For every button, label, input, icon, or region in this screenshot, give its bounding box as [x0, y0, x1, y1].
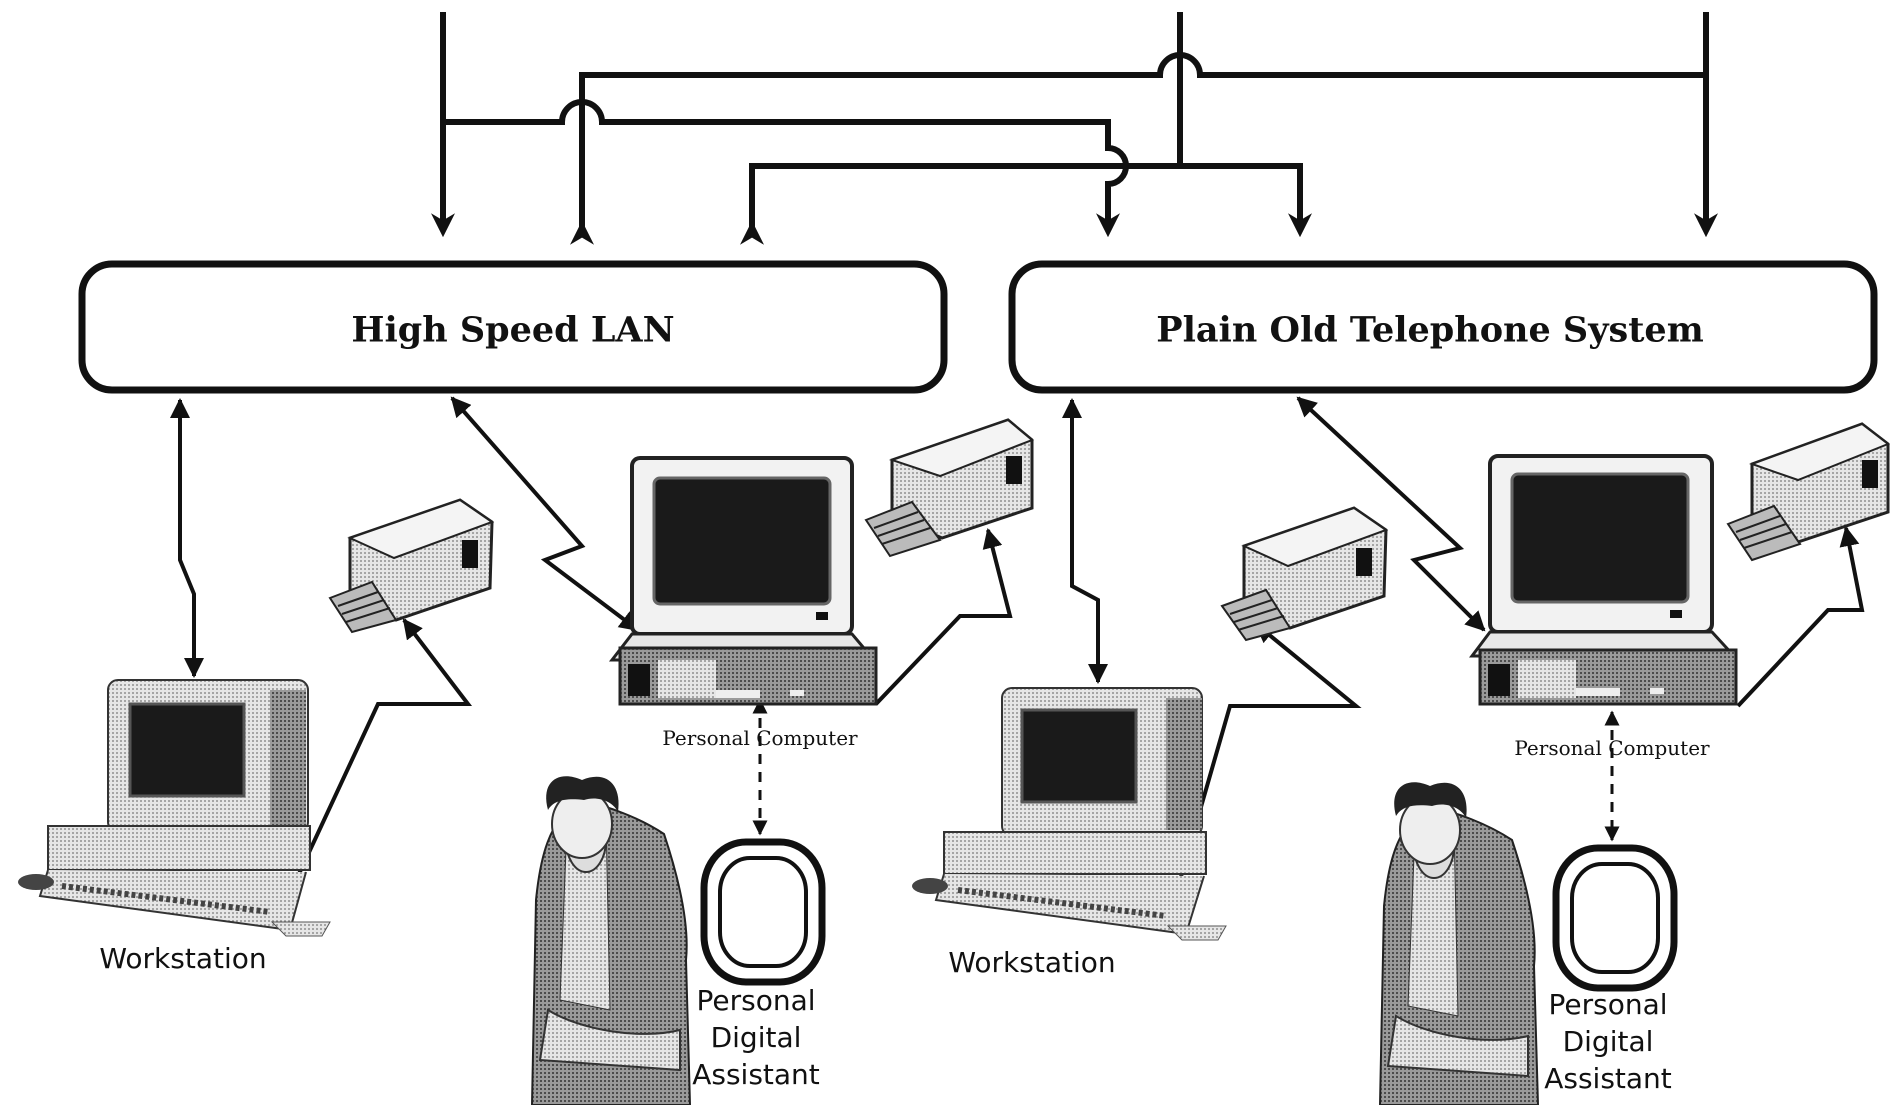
left-pda-label-line1: Personal: [696, 984, 815, 1017]
right-pc-printer: [1726, 422, 1890, 562]
lan-label: High Speed LAN: [351, 310, 674, 351]
left-pc-printer: [864, 418, 1034, 558]
right-personal-computer: [1469, 454, 1738, 706]
right-workstation-printer: [1220, 506, 1389, 642]
left-workstation: [18, 679, 331, 937]
left-pda-label-line2: Digital: [711, 1021, 802, 1054]
right-person-figure: [1378, 782, 1540, 1105]
left-pda-label-line3: Assistant: [692, 1058, 820, 1091]
lan-box: High Speed LAN: [78, 260, 948, 394]
right-workstation: [912, 687, 1227, 941]
right-pda: [1552, 844, 1678, 992]
right-workstation-label: Workstation: [948, 946, 1115, 979]
left-pc-label: Personal Computer: [662, 726, 858, 750]
left-person-figure: [530, 776, 692, 1105]
left-personal-computer: [608, 456, 878, 706]
right-pda-label-line1: Personal: [1548, 988, 1667, 1021]
right-pda-label-line3: Assistant: [1544, 1062, 1672, 1095]
left-workstation-printer: [328, 498, 495, 634]
pda-links: [752, 698, 1620, 842]
right-pda-label-line2: Digital: [1563, 1025, 1654, 1058]
right-pc-label: Personal Computer: [1514, 736, 1710, 760]
left-pda: [700, 838, 826, 986]
pots-label: Plain Old Telephone System: [1156, 310, 1703, 351]
backbone-lines: [431, 12, 1718, 245]
connection-arrows: [170, 396, 1865, 881]
left-workstation-label: Workstation: [99, 942, 266, 975]
pots-box: Plain Old Telephone System: [1008, 260, 1878, 394]
